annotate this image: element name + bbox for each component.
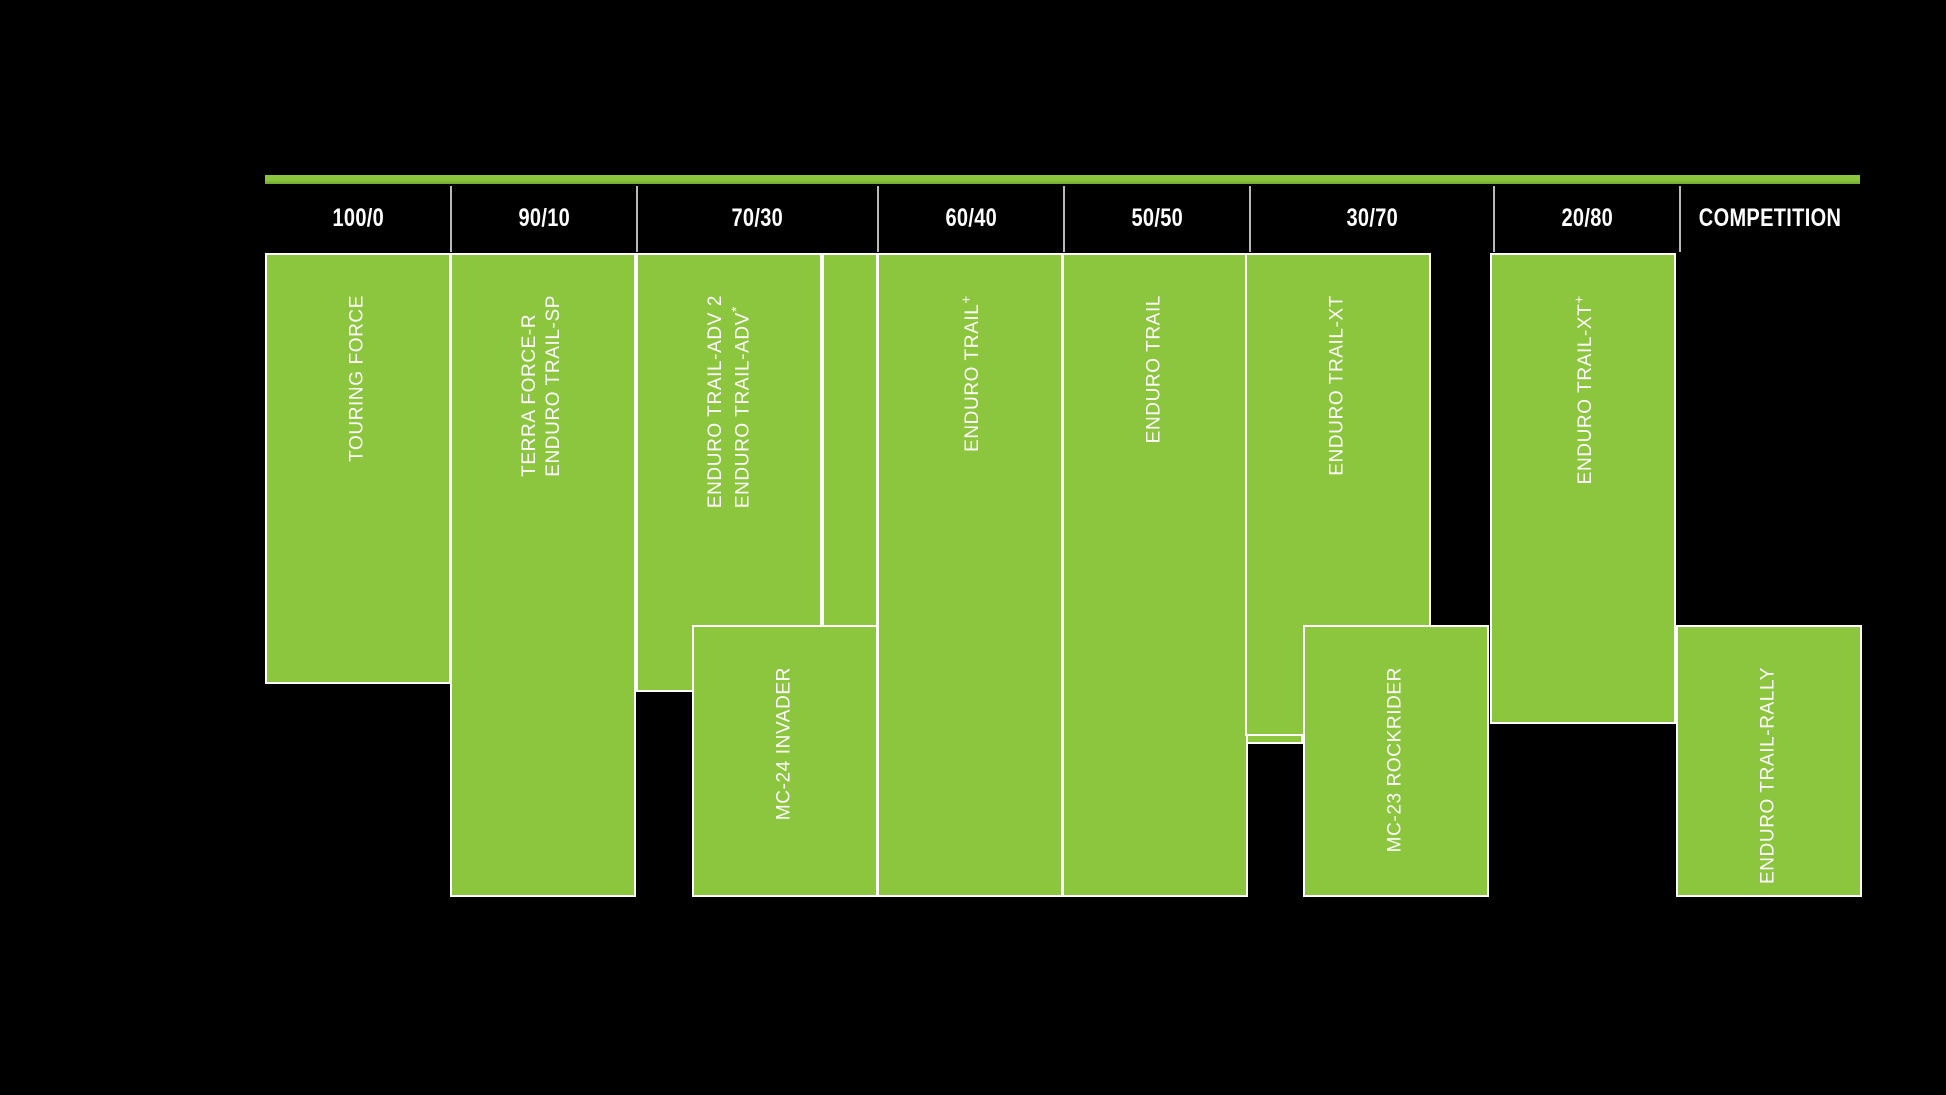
header-divider — [1679, 186, 1681, 252]
header-label: 100/0 — [332, 203, 384, 232]
bar-label: ENDURO TRAIL — [1143, 295, 1167, 443]
header-divider — [1063, 186, 1065, 252]
header-cell-5[interactable]: 50/50 — [1064, 184, 1250, 252]
bar-label: TOURING FORCE — [346, 295, 370, 462]
bar-enduro-trail-rally[interactable]: ENDURO TRAIL-RALLY — [1676, 625, 1862, 897]
header-divider — [450, 186, 452, 252]
header-label: 90/10 — [518, 203, 570, 232]
header-cell-2[interactable]: 90/10 — [451, 184, 637, 252]
bar-label-line: ENDURO TRAIL — [1143, 295, 1165, 444]
header-divider — [636, 186, 638, 252]
header-divider — [1493, 186, 1495, 252]
bar-label: MC-24 INVADER — [773, 667, 797, 820]
bar-enduro-trail-xt[interactable]: ENDURO TRAIL-XT+ — [1490, 253, 1676, 724]
header-label: 50/50 — [1131, 203, 1183, 232]
header-divider — [1249, 186, 1251, 252]
bar-mc-23-rockrider[interactable]: MC-23 ROCKRIDER — [1303, 625, 1489, 897]
bar-enduro-trail[interactable]: ENDURO TRAIL+ — [877, 253, 1063, 897]
bar-label-line: MC-24 INVADER — [773, 667, 795, 821]
bar-label: MC-23 ROCKRIDER — [1384, 667, 1408, 852]
bar-label: ENDURO TRAIL-XT+ — [1571, 295, 1599, 484]
header-cell-7[interactable]: 20/80 — [1494, 184, 1680, 252]
bar-label-line: TOURING FORCE — [346, 295, 368, 462]
header-cell-6[interactable]: 30/70 — [1250, 184, 1494, 252]
bar-label-line: ENDURO TRAIL-SP — [543, 295, 565, 477]
bar-label-line: ENDURO TRAIL-XT — [1326, 295, 1348, 476]
bar-touring-force[interactable]: TOURING FORCE — [265, 253, 451, 684]
bar-label: ENDURO TRAIL+ — [958, 295, 986, 452]
bar-label-line: ENDURO TRAIL-XT+ — [1571, 295, 1596, 485]
header-divider — [877, 186, 879, 252]
header-cell-1[interactable]: 100/0 — [265, 184, 451, 252]
bar-mc-24-invader[interactable]: MC-24 INVADER — [692, 625, 878, 897]
header-row: 100/0 90/10 70/30 60/40 50/50 30/70 20/8… — [265, 184, 1860, 252]
header-cell-4[interactable]: 60/40 — [878, 184, 1064, 252]
top-accent-bar — [265, 175, 1860, 184]
bar-label-line: ENDURO TRAIL-ADV 2 — [705, 295, 726, 509]
bar-enduro-trail[interactable]: ENDURO TRAIL — [1062, 253, 1248, 897]
header-label: 60/40 — [945, 203, 997, 232]
header-label: 20/80 — [1561, 203, 1613, 232]
header-cell-8[interactable]: COMPETITION — [1680, 184, 1860, 252]
bar-label-line: MC-23 ROCKRIDER — [1384, 667, 1406, 853]
bar-label-line: ENDURO TRAIL-RALLY — [1757, 667, 1779, 885]
bar-extension-3[interactable] — [822, 253, 878, 630]
header-label: 30/70 — [1346, 203, 1398, 232]
bar-label-line: ENDURO TRAIL+ — [958, 295, 983, 452]
bar-label: ENDURO TRAIL-XT — [1326, 295, 1350, 476]
bar-label: ENDURO TRAIL-RALLY — [1757, 667, 1781, 884]
bar-label-line: ENDURO TRAIL-ADV* — [729, 306, 754, 509]
header-label: 70/30 — [731, 203, 784, 232]
header-cell-3[interactable]: 70/30 — [637, 184, 878, 252]
bar-label-line: TERRA FORCE-R — [519, 313, 540, 477]
header-label: COMPETITION — [1698, 203, 1842, 232]
